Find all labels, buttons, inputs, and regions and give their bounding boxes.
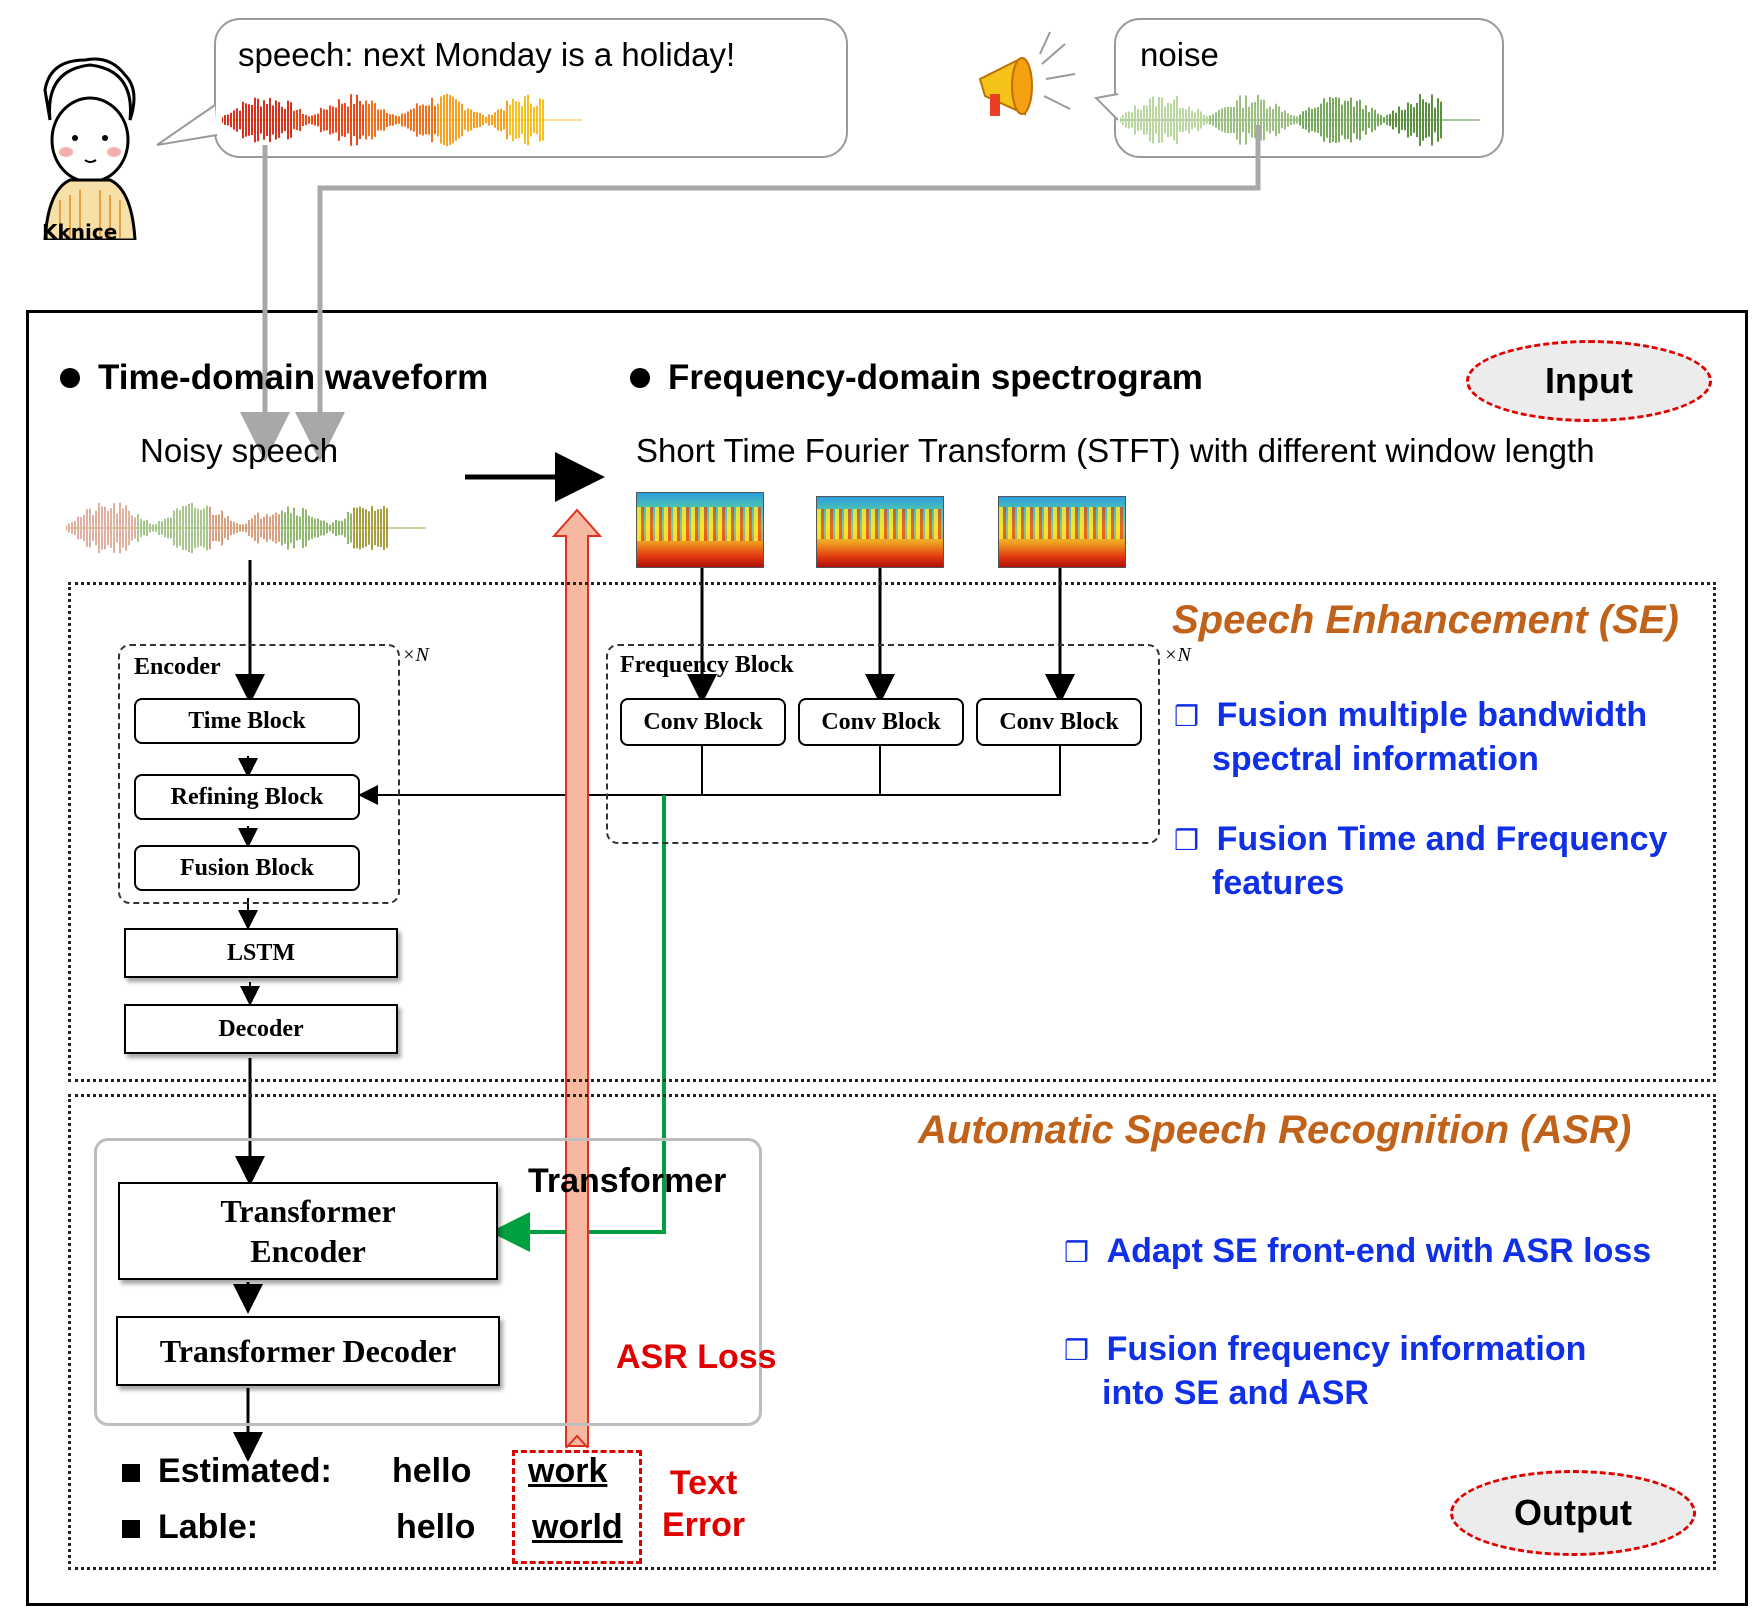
- spectrogram-2: [816, 496, 944, 568]
- bullet-marker: ❒: [1174, 700, 1200, 733]
- text-error-box: [512, 1450, 642, 1564]
- frequency-block-label: Frequency Block: [620, 652, 794, 678]
- main-frame: [26, 310, 1748, 1606]
- asr-region: [68, 1094, 1716, 1570]
- asr-bullet-2-line-2: into SE and ASR: [1102, 1374, 1369, 1412]
- spectrogram-1: [636, 492, 764, 568]
- bullet-marker: ❒: [1064, 1334, 1090, 1367]
- label-label: Lable:: [158, 1508, 259, 1546]
- mascot: Kknice: [30, 50, 150, 250]
- asr-bullet-2-line-1: Fusion frequency information: [1106, 1330, 1587, 1368]
- refining-block: Refining Block: [134, 774, 360, 820]
- megaphone-icon: [970, 24, 1080, 124]
- noise-input-arrow: [295, 125, 1261, 462]
- conv-block-2: Conv Block: [798, 698, 964, 746]
- noise-bubble-text: noise: [1140, 36, 1219, 73]
- transformer-encoder-line-1: Transformer: [220, 1193, 396, 1229]
- se-bullet-1: ❒ Fusion multiple bandwidth spectral inf…: [1174, 694, 1647, 780]
- transformer-label: Transformer: [528, 1162, 727, 1200]
- conv-block-3: Conv Block: [976, 698, 1142, 746]
- transformer-encoder-line-2: Encoder: [250, 1233, 366, 1269]
- se-title: Speech Enhancement (SE): [1172, 598, 1679, 642]
- estimated-word-1: hello: [392, 1452, 472, 1490]
- frequency-block-group: [606, 644, 1160, 844]
- label-square: [122, 1520, 140, 1538]
- asr-loss-label: ASR Loss: [616, 1338, 777, 1376]
- encoder-repeat-label: ×N: [402, 644, 429, 666]
- mascot-label: Kknice: [42, 220, 118, 244]
- input-tag: Input: [1466, 340, 1712, 422]
- asr-bullet-1: ❒ Adapt SE front-end with ASR loss: [1064, 1230, 1651, 1274]
- time-block: Time Block: [134, 698, 360, 744]
- text-error-line-2: Error: [662, 1506, 746, 1544]
- estimated-label: Estimated:: [158, 1452, 332, 1490]
- noise-waveform: [1120, 94, 1480, 146]
- freq-domain-bullet: [630, 368, 650, 388]
- transformer-encoder: Transformer Encoder: [118, 1182, 498, 1280]
- asr-bullet-2: ❒ Fusion frequency information into SE a…: [1064, 1328, 1586, 1414]
- time-domain-title: Time-domain waveform: [98, 358, 489, 397]
- frequency-repeat-label: ×N: [1164, 644, 1191, 666]
- asr-title: Automatic Speech Recognition (ASR): [918, 1108, 1632, 1152]
- se-region: [68, 582, 1716, 1082]
- label-word-2: world: [532, 1508, 623, 1546]
- transformer-group: [94, 1138, 762, 1426]
- noisy-speech-waveform: [66, 502, 426, 554]
- se-bullet-1-line-1: Fusion multiple bandwidth: [1216, 696, 1648, 734]
- stft-label: Short Time Fourier Transform (STFT) with…: [636, 432, 1595, 469]
- text-error-line-1: Text: [669, 1464, 738, 1502]
- frequency-feedback-arrow: [490, 795, 666, 1252]
- speech-waveform: [222, 93, 582, 147]
- bullet-marker: ❒: [1064, 1236, 1090, 1269]
- encoder-group: [118, 644, 400, 904]
- bullet-marker: ❒: [1174, 824, 1200, 857]
- estimated-square: [122, 1464, 140, 1482]
- se-bullet-1-line-2: spectral information: [1212, 740, 1539, 778]
- se-bullet-2-line-2: features: [1212, 864, 1345, 902]
- mascot-illustration: [43, 57, 137, 242]
- fusion-block: Fusion Block: [134, 845, 360, 891]
- conv-block-1: Conv Block: [620, 698, 786, 746]
- asr-loss-arrow: [552, 508, 602, 1449]
- encoder-label: Encoder: [134, 654, 221, 680]
- noise-bubble-tail: [1094, 93, 1119, 121]
- se-bullet-2: ❒ Fusion Time and Frequency features: [1174, 818, 1667, 904]
- asr-bullet-1-line-1: Adapt SE front-end with ASR loss: [1106, 1232, 1652, 1270]
- label-word-1: hello: [396, 1508, 476, 1546]
- estimated-word-2: work: [528, 1452, 608, 1490]
- lstm-block: LSTM: [124, 928, 398, 978]
- decoder-block: Decoder: [124, 1004, 398, 1054]
- time-domain-bullet: [60, 368, 80, 388]
- se-bullet-2-line-1: Fusion Time and Frequency: [1216, 820, 1668, 858]
- text-error-label: Text Error: [662, 1462, 745, 1546]
- freq-domain-title: Frequency-domain spectrogram: [668, 358, 1203, 397]
- speech-bubble-text: speech: next Monday is a holiday!: [238, 36, 736, 73]
- output-tag: Output: [1450, 1470, 1696, 1556]
- noisy-speech-label: Noisy speech: [140, 432, 339, 469]
- speech-bubble-tail: [156, 104, 218, 146]
- transformer-decoder: Transformer Decoder: [116, 1316, 500, 1386]
- spectrogram-3: [998, 496, 1126, 568]
